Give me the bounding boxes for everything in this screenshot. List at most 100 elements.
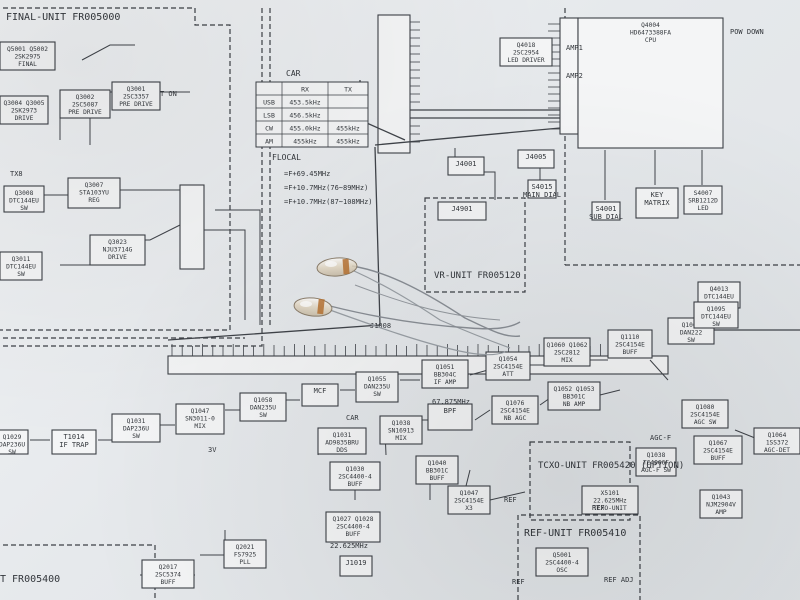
block-text: BB301C (563, 393, 586, 400)
block-text: DAP236U (123, 425, 149, 432)
block-text: BUFF (346, 531, 361, 538)
block-text: Q1029 (3, 434, 22, 441)
block-text: 22.625MHz (593, 497, 627, 504)
block-text: SW (20, 205, 28, 212)
car-table-cell: 455.0kHz (289, 125, 320, 133)
block-text: 2SC5374 (155, 571, 181, 578)
block-text: NJU3714G (103, 246, 133, 253)
block-text: Q1040 (428, 460, 447, 467)
glass-lamp-components (293, 257, 521, 356)
unit-label-final: FINAL-UNIT FR005000 (6, 12, 120, 23)
block-text: Q1054 (499, 356, 518, 363)
block-text: DTC144EU (701, 313, 731, 320)
block-text: PRE DRIVE (119, 101, 153, 108)
label-ref2: REF (512, 578, 525, 586)
block-text: HD6473388FA (630, 29, 671, 36)
label-car: CAR (346, 414, 359, 422)
block-text: Q1110 (621, 334, 640, 341)
block-text: PRE DRIVE (68, 109, 102, 116)
block-text: Q5001 Q5002 (7, 46, 48, 53)
block-text: 2SC4400-4 (338, 473, 372, 480)
block-text: 2SC4154E (690, 411, 720, 418)
block-text: Q4004 (641, 22, 660, 29)
block-j4901: J4901 (437, 201, 487, 221)
block-text: REG (88, 197, 99, 204)
block-text: S4007 (694, 190, 713, 197)
block-text: SW (17, 271, 25, 278)
connector-bus (167, 14, 800, 375)
block-text: SRB1212D (688, 197, 718, 204)
block-text: Q3007 (85, 182, 104, 189)
label-ton: T ON (160, 90, 177, 98)
block-j1019: J1019 (339, 555, 373, 577)
block-text: NB AGC (504, 415, 527, 422)
label-ref: REF (504, 496, 517, 504)
car-table-header: RX (301, 86, 309, 94)
block-text: BPF (444, 407, 457, 415)
block-text: PLL (239, 559, 250, 566)
block-text: DDS (336, 447, 347, 454)
block-text: J1019 (345, 559, 366, 567)
block-text: 2SC4154E (454, 497, 484, 504)
label-floc2: =F+10.7MHz(76~89MHz) (284, 184, 368, 192)
block-text: FS7925 (234, 551, 257, 558)
block-text: Q1064 (768, 432, 787, 439)
block-text: BUFF (623, 349, 638, 356)
label-amp1: AMP1 (566, 44, 583, 52)
block-text: AGC-DET (764, 447, 790, 454)
block-text: SW (373, 391, 381, 398)
block-text: X3 (465, 505, 473, 512)
block-text: Q1047 (191, 408, 210, 415)
block-text: Q3004 Q3005 (4, 100, 45, 107)
block-text: BB304C (434, 371, 457, 378)
block-text: Q1052 Q1053 (554, 386, 595, 393)
unit-label-va: VR-UNIT FR005120 (434, 271, 521, 281)
block-mcf: MCF (301, 383, 339, 407)
label-freq1: 67.875MHz (432, 398, 470, 406)
block-text: CPU (645, 37, 656, 44)
block-text: 2SC4154E (500, 407, 530, 414)
unit-label-bl: T FR005400 (0, 574, 60, 585)
block-text: TC4066F (643, 459, 669, 466)
block-text: Q1043 (712, 494, 731, 501)
block-text: DTC144EU (704, 293, 734, 300)
block-text: Q1060 Q1062 (547, 342, 588, 349)
block-text: Q5001 (553, 552, 572, 559)
block-text: Q2021 (236, 544, 255, 551)
block-text: Q1076 (506, 400, 525, 407)
block-text: Q1004 (682, 322, 701, 329)
block-text: Q1067 (709, 440, 728, 447)
block-text: SW (712, 321, 720, 328)
block-text: SW (132, 433, 140, 440)
block-text: J4001 (455, 160, 476, 168)
block-text: DAN235U (364, 383, 390, 390)
car-table-cell: 456.5kHz (289, 112, 320, 120)
block-text: S4015 (531, 183, 552, 191)
block-text: Q3001 (127, 86, 146, 93)
car-table-header: TX (344, 86, 352, 94)
block-text: Q3008 (15, 190, 34, 197)
block-text: BUFF (711, 455, 726, 462)
block-text: 2SK2975 (14, 53, 40, 60)
block-bpf: BPF (427, 403, 473, 431)
block-text: AMP (715, 509, 726, 516)
